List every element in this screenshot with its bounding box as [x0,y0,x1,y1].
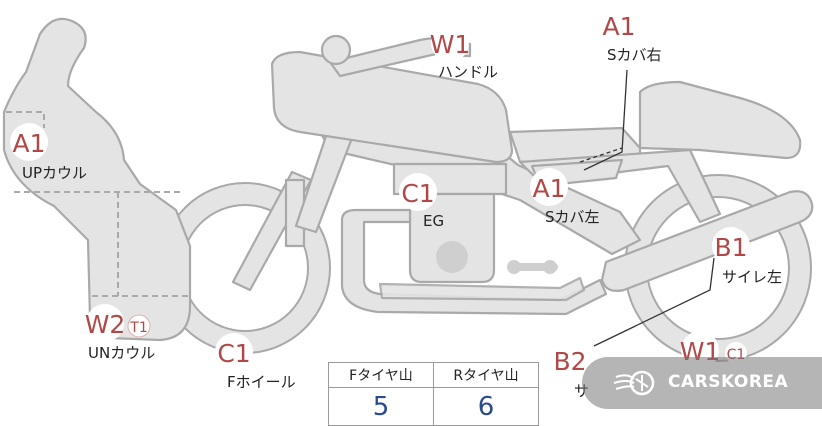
svg-text:W1: W1 [430,30,471,59]
svg-text:T1: T1 [129,320,147,336]
leader-line-scover-right [583,69,628,171]
svg-text:サイレ左: サイレ左 [722,268,782,286]
rear-tread-label: Rタイヤ山 [433,362,539,388]
svg-text:ハンドル: ハンドル [438,63,498,81]
svg-text:C1: C1 [401,179,434,208]
tire-tread-table: Fタイヤ山 Rタイヤ山 5 6 [328,362,539,426]
front-tread-value: 5 [328,387,434,426]
svg-text:A1: A1 [12,129,45,158]
carskorea-watermark: CARSKOREA [582,357,822,409]
callout-w2t1-uncowl: W2 T1 UNカウル [85,304,155,362]
svg-text:W2: W2 [85,310,126,339]
cowl-seams [6,111,190,297]
silencer-left [600,190,814,292]
footpeg [507,260,558,274]
callout-a1-scover-right: A1 Sカバ右 [600,6,662,64]
leader-line-scover-left [579,147,623,163]
svg-text:Fホイール: Fホイール [227,373,296,391]
svg-text:EG: EG [423,212,444,230]
svg-text:A1: A1 [532,174,565,203]
svg-text:B1: B1 [714,233,747,262]
callout-c1-fwheel: C1 Fホイール [215,333,296,391]
svg-text:Sカバ右: Sカバ右 [607,46,662,64]
callout-a1-scover-left: A1 Sカバ左 [530,168,600,226]
upper-cowl [2,17,192,342]
engine-block [408,192,496,284]
watermark-text: CARSKOREA [668,372,789,392]
carskorea-logo-icon [613,370,655,396]
callout-c1-eg: C1 EG [399,173,444,230]
callout-w1-handle: W1 ハンドル [430,24,498,81]
svg-text:UNカウル: UNカウル [88,344,155,362]
svg-text:A1: A1 [602,12,635,41]
exhaust-pipe [340,208,608,316]
exhaust-pipe-lower [378,276,586,302]
rear-tread-value: 6 [433,387,539,426]
engine-cover [436,241,468,273]
svg-text:UPカウル: UPカウル [22,164,87,182]
svg-text:B2: B2 [553,347,586,376]
tread-value-row: 5 6 [328,387,539,426]
tread-header-row: Fタイヤ山 Rタイヤ山 [328,362,539,388]
fuel-tank [270,50,514,164]
seat [638,80,802,160]
front-tread-label: Fタイヤ山 [328,362,434,388]
svg-text:Sカバ左: Sカバ左 [545,208,600,226]
svg-text:C1: C1 [217,339,250,368]
callout-b1-silencer-left: B1 サイレ左 [712,227,782,286]
mirror-stem [320,34,352,66]
callout-a1-upcowl: A1 UPカウル [10,123,87,182]
fork-tube [284,178,306,248]
leader-line-silencer [593,257,715,347]
